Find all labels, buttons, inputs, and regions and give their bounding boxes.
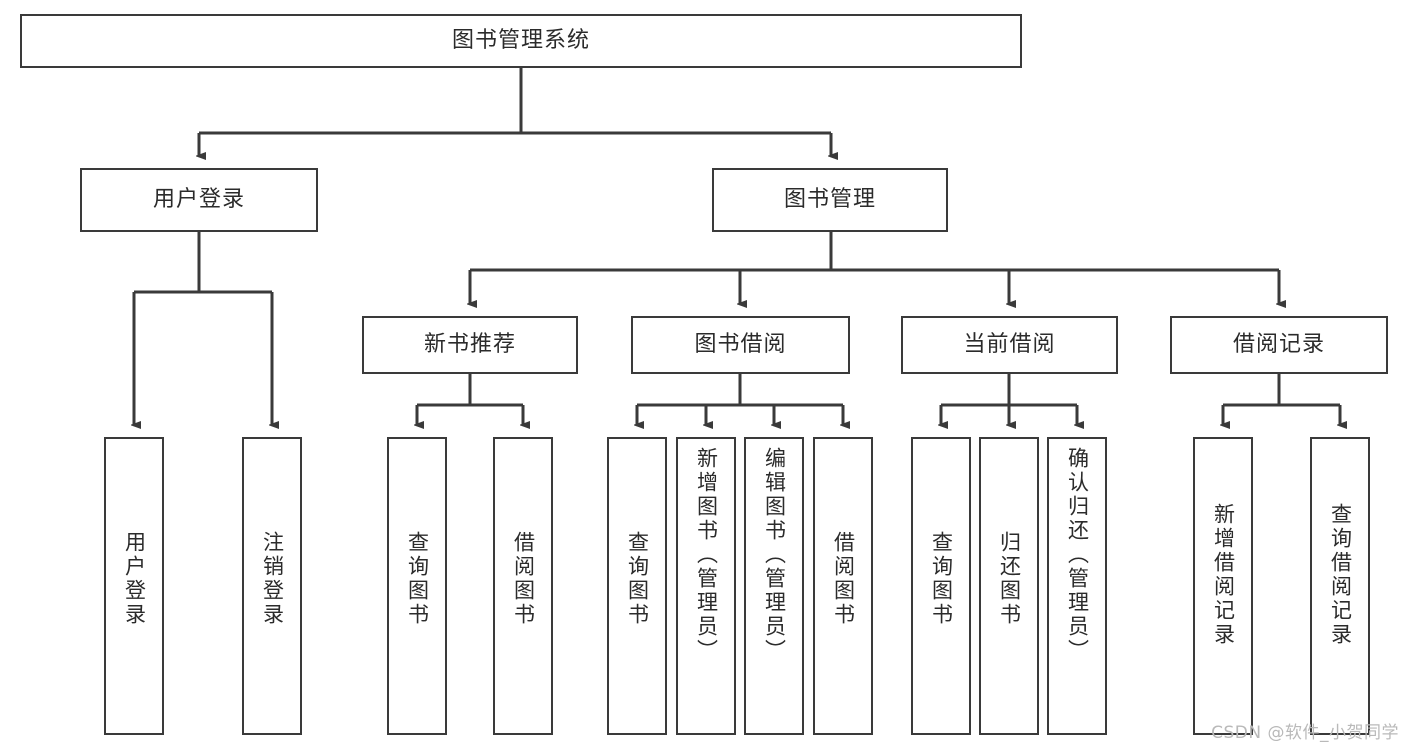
leaf-label: 新增借阅记录 (1211, 503, 1236, 647)
node-book-management-label: 图书管理 (783, 187, 876, 213)
node-new-book-recommend-label: 新书推荐 (423, 332, 516, 358)
node-root[interactable]: 图书管理系统 (20, 14, 1022, 68)
leaf-borrow-record-query[interactable]: 查询借阅记录 (1310, 437, 1370, 735)
node-user-login-label: 用户登录 (152, 187, 245, 213)
leaf-new-book-borrow[interactable]: 借阅图书 (493, 437, 553, 735)
leaf-label: 注销登录 (260, 531, 285, 627)
leaf-book-borrow-add[interactable]: 新增图书（管理员） (676, 437, 736, 735)
leaf-label: 编辑图书（管理员） (762, 447, 787, 663)
node-book-management[interactable]: 图书管理 (712, 168, 948, 232)
leaf-label: 借阅图书 (511, 531, 536, 627)
node-root-label: 图书管理系统 (451, 28, 590, 54)
leaf-current-borrow-query[interactable]: 查询图书 (911, 437, 971, 735)
leaf-label: 用户登录 (122, 531, 147, 627)
node-current-borrow[interactable]: 当前借阅 (901, 316, 1118, 374)
leaf-user-login-logout[interactable]: 注销登录 (242, 437, 302, 735)
leaf-book-borrow-edit[interactable]: 编辑图书（管理员） (744, 437, 804, 735)
node-borrow-record-label: 借阅记录 (1232, 332, 1325, 358)
leaf-label: 借阅图书 (831, 531, 856, 627)
leaf-current-borrow-return[interactable]: 归还图书 (979, 437, 1039, 735)
leaf-label: 查询图书 (929, 531, 954, 627)
node-book-borrow[interactable]: 图书借阅 (631, 316, 850, 374)
node-user-login[interactable]: 用户登录 (80, 168, 318, 232)
leaf-current-borrow-confirm[interactable]: 确认归还（管理员） (1047, 437, 1107, 735)
leaf-label: 新增图书（管理员） (694, 447, 719, 663)
leaf-label: 查询图书 (625, 531, 650, 627)
node-book-borrow-label: 图书借阅 (694, 332, 787, 358)
leaf-label: 查询图书 (405, 531, 430, 627)
leaf-label: 确认归还（管理员） (1065, 447, 1090, 663)
leaf-new-book-query[interactable]: 查询图书 (387, 437, 447, 735)
leaf-label: 归还图书 (997, 531, 1022, 627)
leaf-user-login-login[interactable]: 用户登录 (104, 437, 164, 735)
node-current-borrow-label: 当前借阅 (963, 332, 1056, 358)
node-borrow-record[interactable]: 借阅记录 (1170, 316, 1388, 374)
leaf-book-borrow-query[interactable]: 查询图书 (607, 437, 667, 735)
leaf-borrow-record-add[interactable]: 新增借阅记录 (1193, 437, 1253, 735)
leaf-label: 查询借阅记录 (1328, 503, 1353, 647)
node-new-book-recommend[interactable]: 新书推荐 (362, 316, 578, 374)
watermark: CSDN @软件_小贺同学 (1211, 723, 1399, 743)
leaf-book-borrow-borrow[interactable]: 借阅图书 (813, 437, 873, 735)
